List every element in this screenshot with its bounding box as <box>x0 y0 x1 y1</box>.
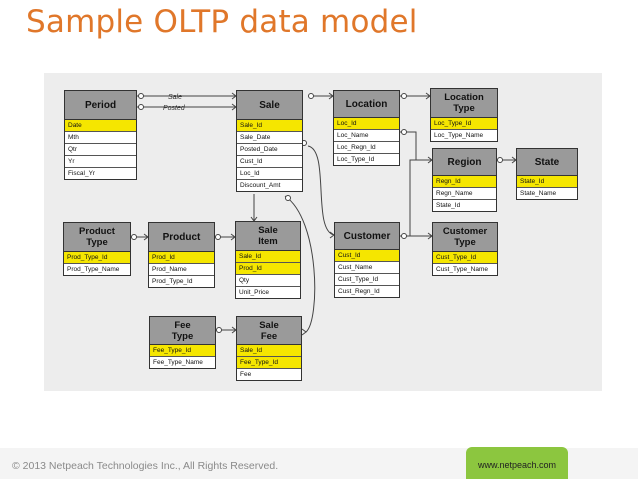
entity-attribute: Qtr <box>65 144 136 156</box>
entity-sale-item: Sale Item Sale_Id Prod_Id Qty Unit_Price <box>235 221 301 299</box>
entity-attribute: Date <box>65 120 136 132</box>
entity-state: State State_Id State_Name <box>516 148 578 200</box>
entity-attribute: Yr <box>65 156 136 168</box>
entity-fee-type: Fee Type Fee_Type_Id Fee_Type_Name <box>149 316 216 369</box>
entity-attribute: Cust_Type_Id <box>335 274 399 286</box>
entity-attribute: Unit_Price <box>239 289 269 296</box>
entity-attribute: Loc_Type_Id <box>337 156 375 163</box>
entity-title: Fee Type <box>150 317 215 345</box>
entity-sale-fee: Sale Fee Sale_Id Fee_Type_Id Fee <box>236 316 302 381</box>
entity-attribute: Fee <box>240 371 252 378</box>
entity-attribute: Discount_Amt <box>240 182 281 189</box>
entity-attribute: Loc_Name <box>334 130 399 142</box>
entity-title: Sale Fee <box>237 317 301 345</box>
website-tab <box>466 447 568 479</box>
entity-attribute: Fee_Type_Id <box>150 345 215 357</box>
entity-attribute: Prod_Type_Id <box>152 278 193 285</box>
entity-attribute: Regn_Name <box>433 188 496 200</box>
entity-title: Region <box>433 149 496 176</box>
entity-product: Product Prod_Id Prod_Name Prod_Type_Id <box>148 222 215 288</box>
entity-period: Period Date Mth Qtr Yr Fiscal_Yr <box>64 90 137 180</box>
entity-title: Customer Type <box>433 223 497 252</box>
entity-attribute: Cust_Id <box>335 250 399 262</box>
entity-attribute: Cust_Type_Id <box>433 252 497 264</box>
entity-attribute: Qty <box>236 275 300 287</box>
entity-attribute: Cust_Name <box>335 262 399 274</box>
entity-attribute: Posted_Date <box>237 144 302 156</box>
entity-attribute: Sale_Id <box>236 251 300 263</box>
copyright-text: © 2013 Netpeach Technologies Inc., All R… <box>12 460 279 472</box>
entity-title: Sale <box>237 91 302 120</box>
entity-product-type: Product Type Prod_Type_Id Prod_Type_Name <box>63 222 131 276</box>
entity-title: Location Type <box>431 89 497 118</box>
entity-attribute: State_Id <box>517 176 577 188</box>
entity-attribute: State_Id <box>436 202 461 209</box>
diagram-canvas <box>44 73 602 391</box>
label-posted-rel: Posted <box>163 105 186 112</box>
entity-title: Product <box>149 223 214 252</box>
link-sale-customer <box>307 145 335 236</box>
slide-title: Sample OLTP data model <box>26 4 418 40</box>
entity-attribute: Fiscal_Yr <box>68 170 96 177</box>
entity-location: Location Loc_Id Loc_Name Loc_Regn_Id Loc… <box>333 90 400 166</box>
entity-attribute: Loc_Id <box>237 168 302 180</box>
entity-attribute: Cust_Type_Name <box>436 266 489 273</box>
entity-attribute: State_Name <box>520 190 557 197</box>
link-sale-salefee <box>284 195 316 333</box>
entity-attribute: Fee_Type_Name <box>153 359 203 366</box>
entity-attribute: Prod_Type_Name <box>67 266 120 273</box>
entity-sale: Sale Sale_Id Sale_Date Posted_Date Cust_… <box>236 90 303 192</box>
entity-attribute: Cust_Regn_Id <box>338 288 380 295</box>
entity-attribute: Prod_Name <box>149 264 214 276</box>
entity-title: State <box>517 149 577 176</box>
entity-attribute: Fee_Type_Id <box>237 357 301 369</box>
entity-attribute: Mth <box>65 132 136 144</box>
entity-title: Product Type <box>64 223 130 252</box>
entity-attribute: Cust_Id <box>237 156 302 168</box>
entity-customer: Customer Cust_Id Cust_Name Cust_Type_Id … <box>334 222 400 298</box>
entity-attribute: Sale_Id <box>237 345 301 357</box>
entity-attribute: Loc_Type_Id <box>431 118 497 130</box>
entity-customer-type: Customer Type Cust_Type_Id Cust_Type_Nam… <box>432 222 498 276</box>
entity-title: Sale Item <box>236 222 300 251</box>
website-link[interactable]: www.netpeach.com <box>477 460 557 470</box>
entity-attribute: Regn_Id <box>433 176 496 188</box>
label-sale-rel: Sale <box>168 94 182 101</box>
entity-attribute: Loc_Regn_Id <box>334 142 399 154</box>
entity-attribute: Prod_Id <box>236 263 300 275</box>
link-customer-region <box>400 159 432 237</box>
entity-attribute: Sale_Date <box>237 132 302 144</box>
entity-attribute: Prod_Id <box>149 252 214 264</box>
entity-region: Region Regn_Id Regn_Name State_Id <box>432 148 497 212</box>
entity-location-type: Location Type Loc_Type_Id Loc_Type_Name <box>430 88 498 142</box>
entity-attribute: Sale_Id <box>237 120 302 132</box>
link-location-region <box>400 131 432 161</box>
entity-title: Customer <box>335 223 399 250</box>
entity-attribute: Loc_Id <box>334 118 399 130</box>
entity-attribute: Loc_Type_Name <box>434 132 484 139</box>
entity-attribute: Prod_Type_Id <box>64 252 130 264</box>
entity-title: Location <box>334 91 399 118</box>
entity-title: Period <box>65 91 136 120</box>
